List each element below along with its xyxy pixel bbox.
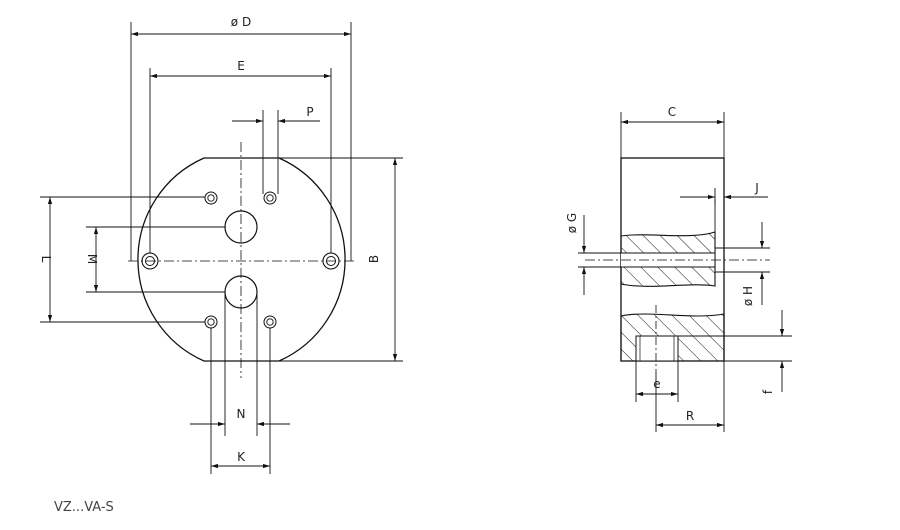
label-H: ø H	[741, 286, 755, 306]
flange-body	[100, 158, 390, 361]
dimension-R	[655, 361, 725, 432]
dimension-G	[578, 215, 621, 295]
dimension-f	[678, 310, 792, 392]
dimension-M	[86, 226, 225, 293]
label-G: ø G	[565, 213, 579, 233]
label-D: ø D	[231, 15, 251, 29]
side-hole-left-inner	[145, 256, 155, 266]
dimension-N	[190, 292, 290, 436]
dimension-labels: ø D E P L M B N K C J ø G ø H e R f	[39, 15, 775, 464]
small-hole-bottom-right-inner	[266, 318, 274, 326]
small-hole-top-right-inner	[266, 194, 274, 202]
label-K: K	[237, 450, 246, 464]
label-f: f	[761, 389, 775, 394]
dimension-D	[130, 22, 352, 261]
small-hole-bottom-left-inner	[207, 318, 215, 326]
label-J: J	[754, 181, 759, 195]
small-hole-top-left-outer	[204, 191, 218, 205]
small-hole-top-left-inner	[207, 194, 215, 202]
label-P: P	[306, 105, 313, 119]
label-E: E	[237, 59, 245, 73]
label-M: M	[85, 254, 99, 264]
dimension-K	[210, 328, 271, 474]
label-e: e	[653, 377, 660, 391]
label-C: C	[668, 105, 676, 119]
threaded-hole	[635, 335, 679, 362]
dimension-C	[620, 112, 725, 158]
front-view	[40, 22, 403, 474]
small-hole-top-right-outer	[263, 191, 277, 205]
label-N: N	[237, 407, 246, 421]
dimension-e	[635, 361, 679, 402]
bore-G	[621, 253, 715, 267]
label-R: R	[686, 409, 694, 423]
dimension-L	[40, 196, 205, 323]
drawing-caption: VZ...VA-S	[54, 500, 114, 515]
small-hole-bottom-left-outer	[204, 315, 218, 329]
dimension-P	[232, 110, 320, 194]
dimension-H	[724, 222, 770, 305]
dimension-J	[680, 188, 768, 205]
label-L: L	[39, 256, 53, 263]
label-B: B	[367, 255, 381, 263]
dimension-E	[149, 68, 332, 253]
flange-outline	[137, 157, 346, 362]
dimension-B	[279, 157, 403, 362]
side-hole-right-inner	[326, 256, 336, 266]
small-hole-bottom-right-outer	[263, 315, 277, 329]
side-view	[578, 112, 792, 432]
